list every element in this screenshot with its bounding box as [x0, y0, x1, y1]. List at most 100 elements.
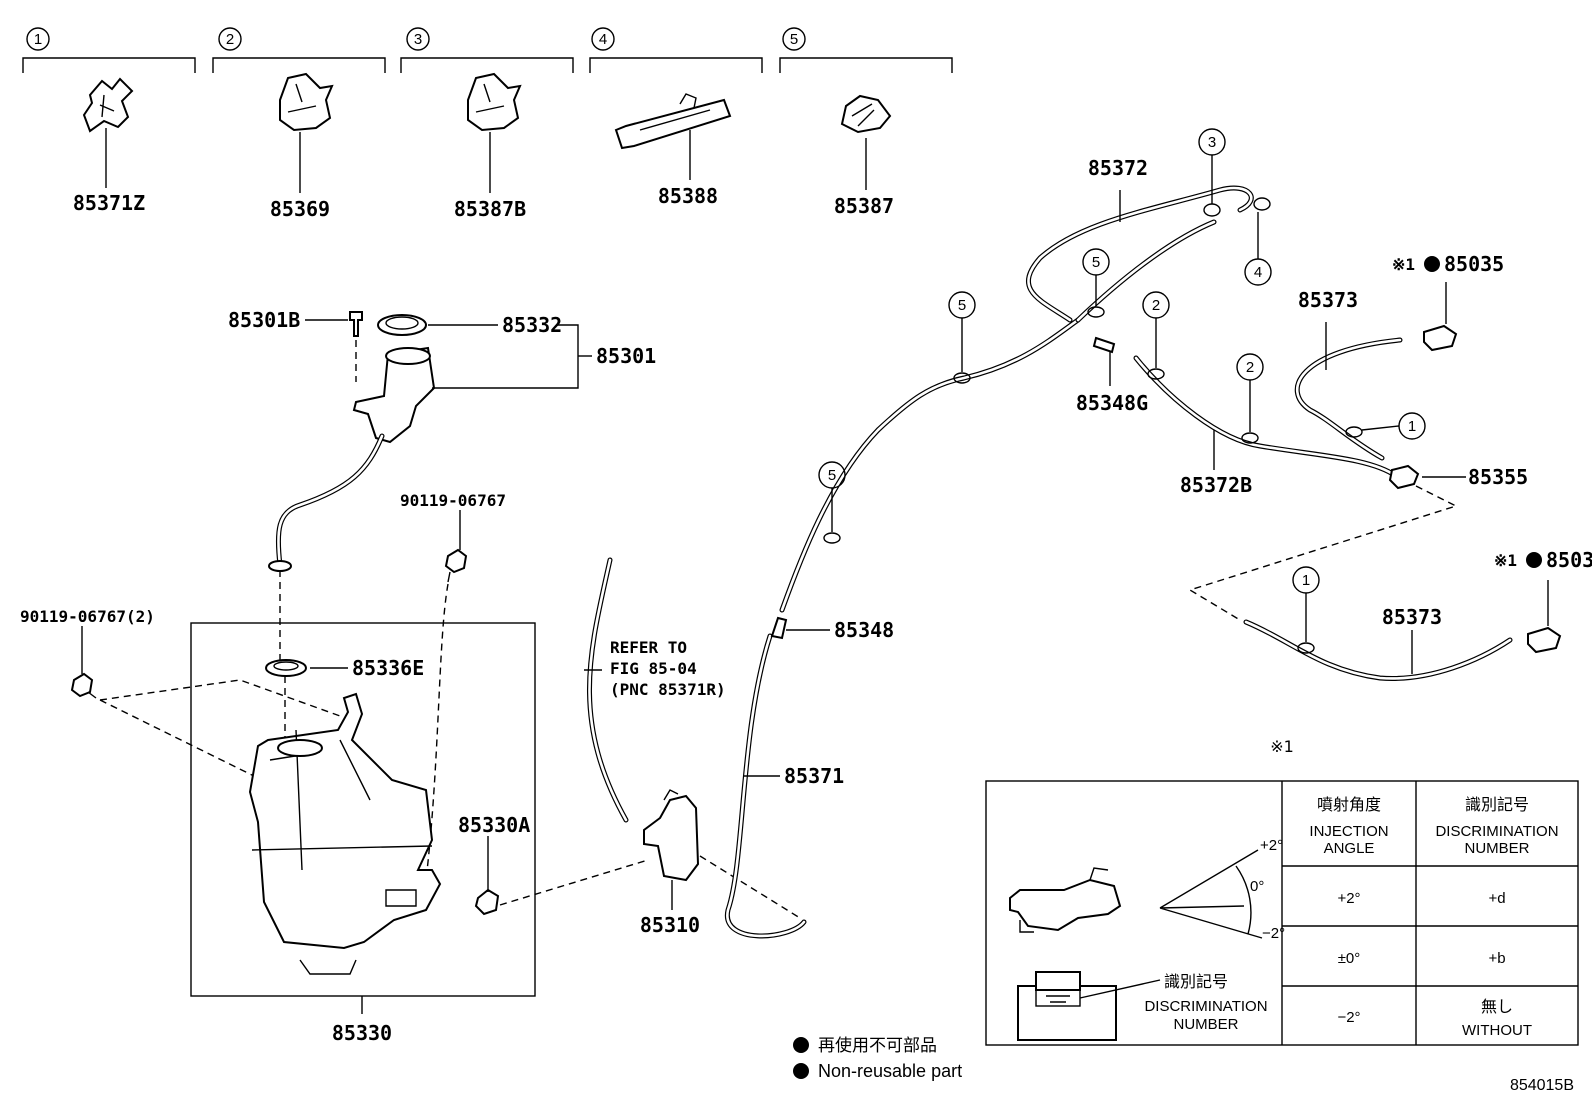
- legend-dot-en: [793, 1063, 809, 1079]
- clip-group-2: 2 85369: [212, 27, 386, 221]
- disc-mark-en2: NUMBER: [1173, 1016, 1238, 1033]
- non-reusable-dot-upper: [1424, 256, 1440, 272]
- part-85372: 85372: [1088, 156, 1148, 180]
- part-85035-upper: 85035: [1444, 252, 1504, 276]
- table-row3-code-jp: 無し: [1481, 997, 1513, 1016]
- clip-part-85369: 85369: [270, 197, 330, 221]
- callout-5-mid: 5: [958, 297, 966, 314]
- part-85355: 85355: [1468, 465, 1528, 489]
- table-note-mark: ※1: [1270, 737, 1294, 756]
- clip-index-3: 3: [414, 31, 422, 48]
- callout-5-lower: 5: [828, 467, 836, 484]
- clip-index-5: 5: [790, 31, 798, 48]
- part-85332: 85332: [502, 313, 562, 337]
- grommet-85336E[interactable]: [265, 659, 307, 677]
- callout-3: 3: [1208, 134, 1216, 151]
- clip-group-3: 3 85387B: [400, 27, 574, 221]
- clip-group-4: 4 85388: [589, 27, 763, 208]
- washer-tank[interactable]: [248, 692, 442, 975]
- nozzle-85035-lower[interactable]: [1527, 626, 1562, 654]
- filler-neck-assembly[interactable]: [268, 346, 436, 572]
- connector-85348G[interactable]: [1092, 336, 1116, 354]
- refer-line-3: (PNC 85371R): [610, 680, 726, 699]
- clip-icon-4[interactable]: [614, 93, 732, 150]
- table-col1-jp: 噴射角度: [1317, 795, 1381, 814]
- part-85330A: 85330A: [458, 813, 530, 837]
- table-col2-en2: NUMBER: [1464, 840, 1529, 857]
- callout-2-upper: 2: [1152, 297, 1160, 314]
- part-85310: 85310: [640, 913, 700, 937]
- clip-part-85388: 85388: [658, 184, 718, 208]
- clip-group-1: 1 85371Z: [22, 27, 196, 215]
- disc-mark-en1: DISCRIMINATION: [1144, 998, 1267, 1015]
- part-85372B: 85372B: [1180, 473, 1252, 497]
- nozzle-angle-illustration: +2° 0° −2°: [1009, 837, 1285, 942]
- filler-cap[interactable]: [377, 314, 427, 336]
- clip-part-85387: 85387: [834, 194, 894, 218]
- legend-en: Non-reusable part: [818, 1061, 962, 1081]
- table-row1-angle: +2°: [1337, 890, 1360, 907]
- callout-2-lower: 2: [1246, 359, 1254, 376]
- connector-85348[interactable]: [770, 616, 788, 640]
- clip-icon-1[interactable]: [82, 77, 134, 133]
- table-col1-en2: ANGLE: [1324, 840, 1375, 857]
- clip-part-85371Z: 85371Z: [73, 191, 145, 215]
- angle-label-minus: −2°: [1262, 925, 1285, 942]
- callout-1-upper: 1: [1408, 418, 1416, 435]
- disc-mark-jp: 識別記号: [1164, 972, 1228, 991]
- table-row3-angle: −2°: [1337, 1009, 1360, 1026]
- refer-line-2: FIG 85-04: [610, 659, 697, 678]
- clip-icon-3[interactable]: [467, 72, 522, 132]
- tank-box: [190, 622, 536, 997]
- table-col2-en1: DISCRIMINATION: [1435, 823, 1558, 840]
- part-85336E: 85336E: [352, 656, 424, 680]
- grommet-85330A[interactable]: [474, 888, 500, 916]
- part-85373-upper: 85373: [1298, 288, 1358, 312]
- legend-jp: 再使用不可部品: [818, 1035, 937, 1056]
- part-85330: 85330: [332, 1021, 392, 1045]
- clip-part-85387B: 85387B: [454, 197, 526, 221]
- angle-label-plus: +2°: [1260, 837, 1283, 854]
- washer-pump-85310[interactable]: [643, 789, 700, 882]
- part-85371: 85371: [784, 764, 844, 788]
- non-reusable-dot-lower: [1526, 552, 1542, 568]
- table-col1-en1: INJECTION: [1309, 823, 1388, 840]
- part-85301B: 85301B: [228, 308, 300, 332]
- part-90119-06767-2: 90119-06767(2): [20, 607, 155, 626]
- legend: 再使用不可部品 Non-reusable part: [793, 1035, 962, 1081]
- part-85373-lower: 85373: [1382, 605, 1442, 629]
- table-row3-code: WITHOUT: [1462, 1022, 1532, 1039]
- note-mark-lower: ※1: [1494, 551, 1517, 570]
- table-row2-code: +b: [1488, 950, 1505, 967]
- discrimination-mark-illustration: 識別記号 DISCRIMINATION NUMBER: [1017, 971, 1268, 1041]
- table-row2-angle: ±0°: [1338, 950, 1361, 967]
- bolt-90119-b[interactable]: [70, 672, 97, 699]
- note-mark-upper: ※1: [1392, 255, 1415, 274]
- cap-clip-85301B[interactable]: [349, 311, 363, 337]
- bolt-90119-a[interactable]: [444, 548, 468, 583]
- clip-group-5: 5 85387: [779, 27, 953, 218]
- nozzle-85035-upper[interactable]: [1423, 324, 1458, 352]
- part-85348: 85348: [834, 618, 894, 642]
- clip-icon-2[interactable]: [279, 72, 334, 132]
- callout-1-lower: 1: [1302, 572, 1310, 589]
- clip-icon-5[interactable]: [840, 94, 892, 134]
- refer-line-1: REFER TO: [610, 638, 687, 657]
- clip-index-2: 2: [226, 31, 234, 48]
- part-85348G: 85348G: [1076, 391, 1148, 415]
- callout-5-upper: 5: [1092, 254, 1100, 271]
- angle-label-zero: 0°: [1250, 878, 1264, 895]
- part-85035-lower: 85035: [1546, 548, 1592, 572]
- callout-4: 4: [1254, 264, 1262, 281]
- clip-index-4: 4: [599, 31, 607, 48]
- diagram-code: 854015B: [1510, 1077, 1574, 1094]
- nozzle-85355[interactable]: [1388, 464, 1420, 490]
- clip-index-1: 1: [34, 31, 42, 48]
- part-90119-06767: 90119-06767: [400, 491, 506, 510]
- table-col2-jp: 識別記号: [1465, 795, 1529, 814]
- table-row1-code: +d: [1488, 890, 1505, 907]
- injection-angle-table: 噴射角度 INJECTION ANGLE 識別記号 DISCRIMINATION…: [985, 780, 1579, 1046]
- part-85301: 85301: [596, 344, 656, 368]
- legend-dot-jp: [793, 1037, 809, 1053]
